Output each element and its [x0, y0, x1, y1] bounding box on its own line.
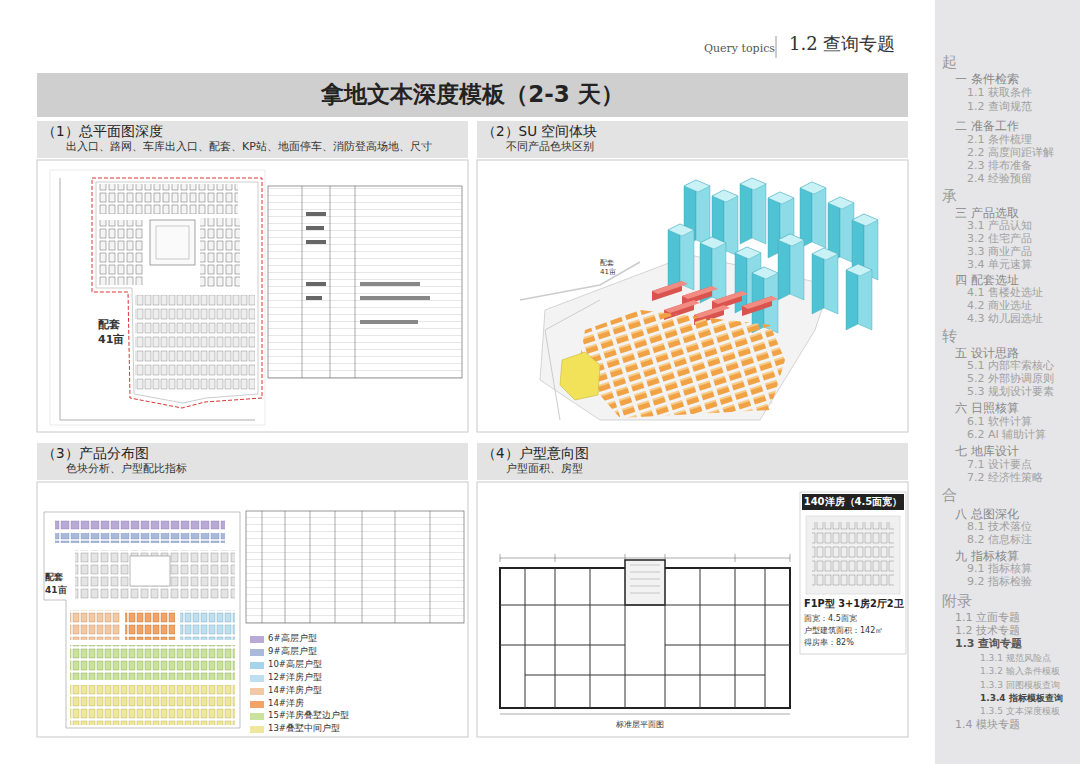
- toc-entry: 3.1 产品认知: [967, 219, 1032, 232]
- legend-text: 14#洋房户型: [268, 685, 322, 695]
- toc-entry: 1.3.4 指标模板查询: [980, 693, 1063, 704]
- toc-entry: 5.1 内部牢索核心: [967, 359, 1054, 372]
- toc-entry: 五 设计思路: [955, 346, 1019, 360]
- toc-entry: 1.3 查询专题: [955, 637, 1022, 650]
- legend-text: 9#高层户型: [268, 646, 317, 656]
- toc-entry: 1.3.2 输入条件模板: [980, 666, 1060, 677]
- plan-label: 41亩: [45, 585, 67, 596]
- header-title: 1.2 查询专题: [789, 33, 895, 55]
- toc-entry: 3.4 单元速算: [967, 258, 1032, 271]
- body-text: 户型建筑面积：142㎡: [804, 626, 883, 636]
- toc-entry: 6.1 软件计算: [967, 415, 1032, 428]
- body-text: 面宽：4.5面宽: [804, 614, 857, 624]
- toc-entry: 九 指标核算: [955, 549, 1019, 563]
- panel-header: （4）户型意向图户型面积、房型: [477, 443, 908, 480]
- toc-entry: 四 配套选址: [955, 273, 1019, 287]
- plan-label: 配套: [600, 259, 614, 267]
- toc-entry: 7.2 经济性策略: [967, 471, 1043, 484]
- header-kicker: Query topics: [704, 42, 775, 55]
- plan-label: 41亩: [600, 268, 616, 276]
- body-text: 出入口、路网、车库出入口、配套、KP站、地面停车、消防登高场地、尺寸: [66, 140, 432, 153]
- legend-swatch: [250, 701, 264, 708]
- toc-entry: 1.3.5 文本深度模板: [980, 706, 1060, 717]
- toc-entry: 二 准备工作: [955, 119, 1019, 133]
- legend-swatch: [250, 662, 264, 669]
- toc-entry: 4.2 商业选址: [967, 299, 1032, 312]
- legend-text: 13#叠墅中间户型: [268, 723, 340, 733]
- legend-swatch: [250, 726, 264, 733]
- toc-entry: 六 日照核算: [955, 401, 1019, 415]
- toc-entry: 3.2 住宅产品: [967, 232, 1032, 245]
- toc-entry: 1.2 查询规范: [967, 100, 1032, 113]
- toc-entry: 9.1 指标核算: [967, 562, 1032, 575]
- panel-header: （3）产品分布图色块分析、户型配比指标: [37, 443, 468, 480]
- toc-entry: 一 条件检索: [955, 72, 1019, 86]
- plan-label: 41亩: [98, 333, 124, 346]
- legend-text: 15#洋房叠墅边户型: [268, 710, 349, 720]
- body-text: 得房率：82%: [804, 638, 854, 648]
- toc-entry: 4.3 幼儿园选址: [967, 312, 1043, 325]
- toc-entry: 附录: [942, 592, 972, 610]
- toc-entry: 2.1 条件梳理: [967, 133, 1032, 146]
- toc-entry: 7.1 设计要点: [967, 458, 1032, 471]
- toc-entry: 起: [942, 53, 957, 71]
- toc-entry: 2.4 经验预留: [967, 172, 1032, 185]
- toc-entry: 3.3 商业产品: [967, 245, 1032, 258]
- toc-entry: 9.2 指标检验: [967, 575, 1032, 588]
- body-text: F1P型 3+1房2厅2卫: [804, 598, 904, 610]
- toc-entry: 6.2 AI 辅助计算: [967, 428, 1046, 441]
- toc-entry: 合: [942, 486, 957, 504]
- toc-entry: 8.2 信息标注: [967, 533, 1032, 546]
- heading-text: 140洋房（4.5面宽）: [802, 494, 904, 510]
- toc-entry: 5.2 外部协调原则: [967, 372, 1054, 385]
- toc-entry: 承: [942, 187, 957, 205]
- title-band: 拿地文本深度模板（2-3 天）: [37, 73, 908, 117]
- legend-swatch: [250, 713, 264, 720]
- legend-swatch: [250, 675, 264, 682]
- toc-entry: 1.1 获取条件: [967, 86, 1032, 99]
- toc-entry: 三 产品选取: [955, 206, 1019, 220]
- body-text: 不同产品色块区别: [506, 140, 594, 153]
- legend-swatch: [250, 636, 264, 643]
- heading-text: （4）户型意向图: [482, 445, 589, 461]
- toc-entry: 5.3 规划设计要素: [967, 385, 1054, 398]
- toc-entry: 转: [942, 327, 957, 345]
- toc-entry: 1.1 立面专题: [955, 611, 1020, 624]
- heading-text: （1）总平面图深度: [42, 123, 163, 139]
- unit-card: 140洋房（4.5面宽） F1P型 3+1房2厅2卫面宽：4.5面宽户型建筑面积：…: [800, 492, 906, 654]
- legend-text: 6#高层户型: [268, 633, 317, 643]
- drawing-caption: 标准层平面图: [616, 720, 664, 730]
- legend-text: 14#洋房: [268, 698, 304, 708]
- toc-entry: 2.2 高度间距详解: [967, 146, 1054, 159]
- plan-label: 配套: [45, 572, 63, 583]
- panel-header: （2）SU 空间体块不同产品色块区别: [477, 121, 908, 158]
- heading-text: 拿地文本深度模板（2-3 天）: [321, 81, 624, 109]
- body-text: 户型面积、房型: [506, 462, 583, 475]
- body-text: 色块分析、户型配比指标: [66, 462, 187, 475]
- panel-header: （1）总平面图深度出入口、路网、车库出入口、配套、KP站、地面停车、消防登高场地…: [37, 121, 468, 158]
- toc-entry: 1.3.1 规范风险点: [980, 653, 1051, 664]
- toc-entry: 4.1 售楼处选址: [967, 286, 1043, 299]
- toc-entry: 8.1 技术落位: [967, 520, 1032, 533]
- toc-sidebar: 起一 条件检索1.1 获取条件1.2 查询规范二 准备工作2.1 条件梳理2.2…: [935, 0, 1080, 764]
- toc-entry: 七 地库设计: [955, 444, 1019, 458]
- toc-entry: 1.2 技术专题: [955, 624, 1020, 637]
- heading-text: （2）SU 空间体块: [482, 123, 597, 139]
- toc-entry: 1.3.3 回图模板查询: [980, 680, 1060, 691]
- legend-swatch: [250, 688, 264, 695]
- toc-entry: 1.4 模块专题: [955, 718, 1020, 731]
- legend-swatch: [250, 649, 264, 656]
- plan-label: 配套: [98, 318, 120, 331]
- toc-entry: 八 总图深化: [955, 507, 1019, 521]
- heading-text: （3）产品分布图: [42, 445, 149, 461]
- legend-text: 12#洋房户型: [268, 672, 322, 682]
- legend-text: 10#高层户型: [268, 659, 322, 669]
- toc-entry: 2.3 排布准备: [967, 159, 1032, 172]
